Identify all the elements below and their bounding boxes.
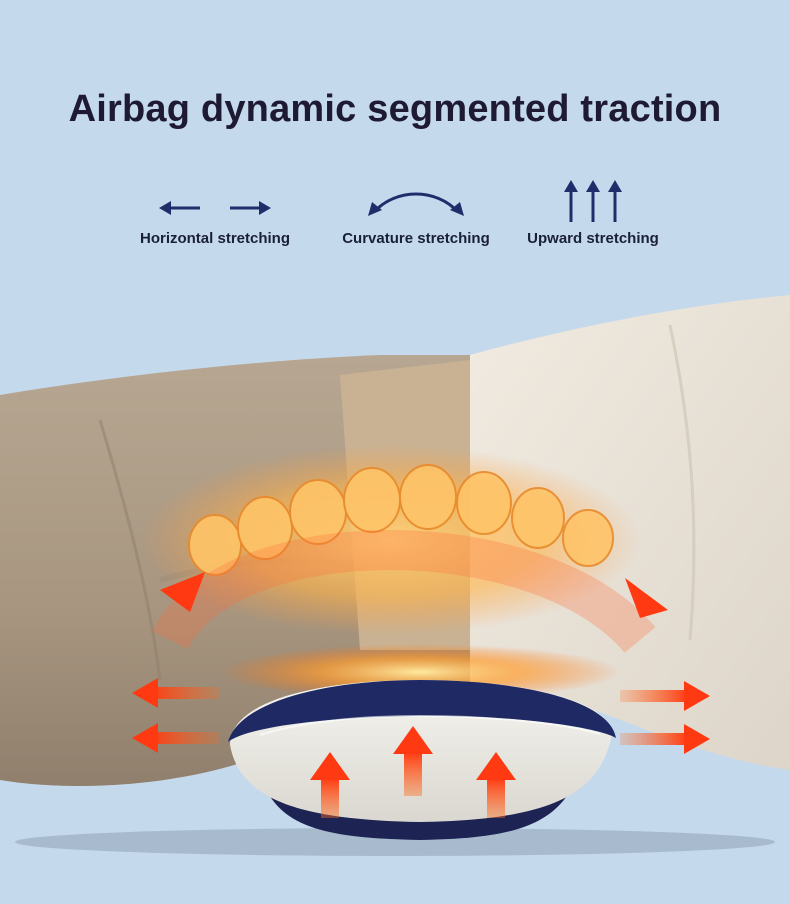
shirt-seam [668, 324, 696, 641]
feature-upward: Upward stretching [493, 176, 693, 247]
feature-curvature: Curvature stretching [316, 176, 516, 247]
device-highlight [259, 714, 601, 736]
upward-arrows-icon [564, 180, 622, 222]
curve-arrow-left-head [160, 572, 205, 612]
spine-vertebrae [188, 464, 614, 576]
feature-row: Horizontal stretching Curvature stretchi… [0, 176, 790, 256]
spine-glow [140, 445, 640, 635]
headline: Airbag dynamic segmented traction [68, 88, 722, 130]
curved-arrow-icon [368, 192, 464, 216]
left-push-arrows [132, 678, 220, 753]
horizontal-arrows-icon [159, 201, 271, 215]
feature-label: Horizontal stretching [139, 230, 290, 247]
feature-horizontal: Horizontal stretching [115, 176, 315, 247]
feature-label: Upward stretching [527, 230, 659, 247]
curve-arrow-right-head [625, 578, 668, 618]
device-top-band [228, 680, 616, 742]
feature-label: Curvature stretching [342, 230, 490, 247]
curve-arrow-band [152, 530, 656, 654]
heat-glow [220, 644, 620, 700]
leg-seam [98, 419, 162, 681]
upward-push-arrows [310, 726, 516, 818]
right-push-arrows [620, 681, 710, 754]
floor-shadow [15, 828, 775, 856]
